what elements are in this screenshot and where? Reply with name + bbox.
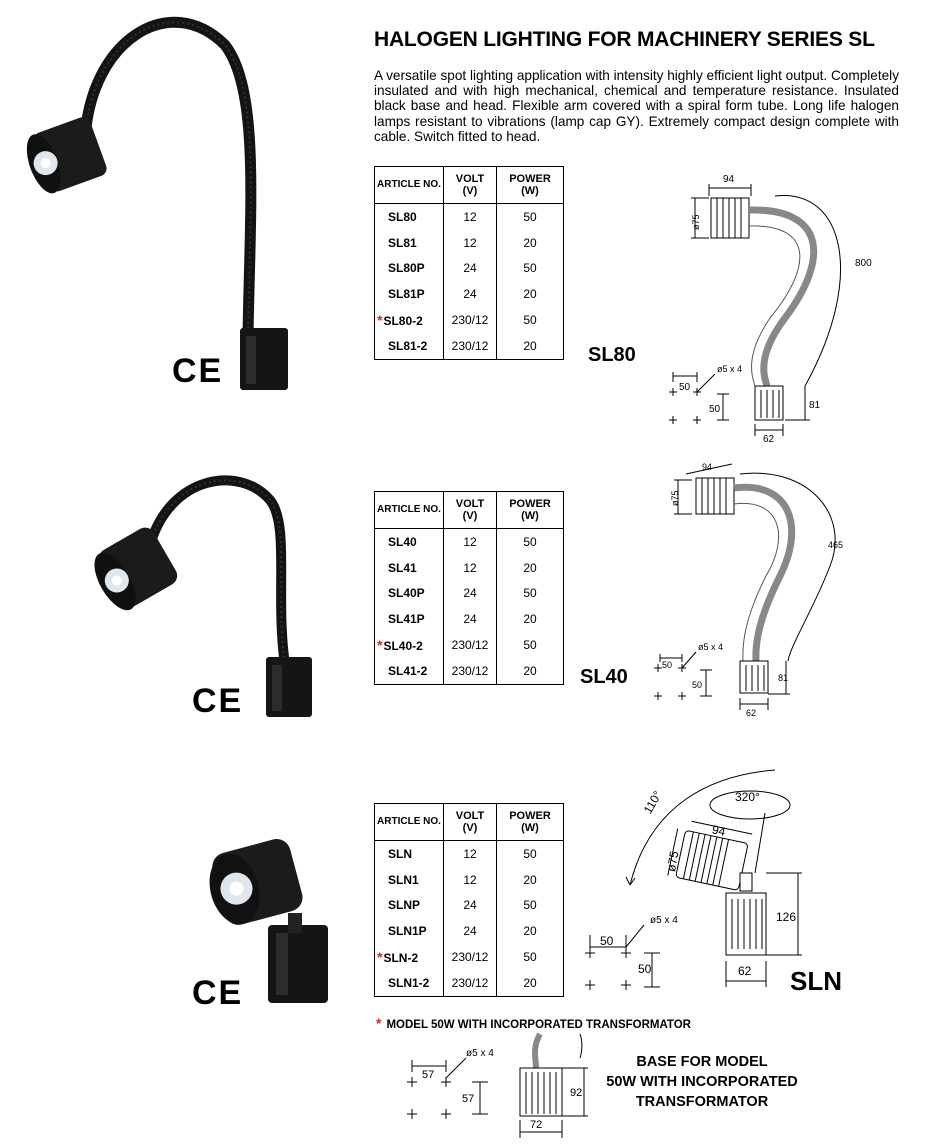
- dim-head-diameter: ø75: [670, 490, 680, 506]
- dim-hole: ø5 x 4: [717, 364, 742, 374]
- dim-arm-length: 465: [828, 540, 843, 550]
- dim-hole: ø5 x 4: [466, 1048, 494, 1059]
- model-label-sln: SLN: [790, 966, 842, 996]
- sl80-dimension-drawing: 94 ø75 800 ø5 x 4 50 50 81 62: [669, 174, 872, 445]
- sln-dimension-drawing: 110° 320° 94 ø75 ø5 x 4 50 50 126 62: [585, 769, 802, 990]
- dim-hole-x: 57: [422, 1069, 434, 1081]
- header-article: ARTICLE NO.: [374, 166, 444, 204]
- product-description: A versatile spot lighting application wi…: [374, 68, 899, 144]
- dim-base-width: 62: [746, 708, 756, 716]
- dim-head-diameter: ø75: [691, 214, 701, 230]
- sln-lamp-photo: [209, 839, 328, 1003]
- dim-head-length: 94: [711, 822, 727, 839]
- dim-base-height: 126: [776, 910, 796, 924]
- ce-mark-icon: CE: [192, 974, 244, 1012]
- dim-hole-x: 50: [679, 382, 691, 393]
- star-icon: *: [377, 637, 383, 654]
- header-volt: VOLT(V): [443, 803, 497, 841]
- dim-arm-length: 800: [855, 258, 872, 269]
- dim-tilt-angle: 110°: [641, 788, 665, 816]
- header-article: ARTICLE NO.: [374, 491, 444, 529]
- star-icon: *: [376, 1015, 382, 1031]
- dim-head-length: 94: [702, 462, 712, 472]
- dim-hole: ø5 x 4: [650, 915, 678, 926]
- footnote: *MODEL 50W WITH INCORPORATED TRANSFORMAT…: [376, 1015, 691, 1031]
- dim-hole: ø5 x 4: [698, 642, 723, 652]
- header-article: ARTICLE NO.: [374, 803, 444, 841]
- header-power: POWER(W): [496, 491, 564, 529]
- base-title: BASE FOR MODEL 50W WITH INCORPORATED TRA…: [606, 1054, 798, 1110]
- header-volt: VOLT(V): [443, 166, 497, 204]
- page-title: HALOGEN LIGHTING FOR MACHINERY SERIES SL: [374, 28, 875, 51]
- dim-hole-y: 50: [638, 962, 652, 976]
- dim-base-width: 62: [763, 434, 775, 445]
- base-dimension-drawing: ø5 x 4 57 57 92 72: [407, 1032, 588, 1138]
- dim-base-width: 62: [738, 964, 752, 978]
- dim-rotate-angle: 320°: [735, 790, 760, 804]
- header-volt: VOLT(V): [443, 491, 497, 529]
- dim-base-width: 72: [530, 1119, 542, 1131]
- sl80-lamp-photo: [26, 16, 288, 390]
- ce-mark-icon: CE: [172, 352, 224, 390]
- model-label-sl40: SL40: [580, 666, 628, 688]
- ce-mark-icon: CE: [192, 682, 244, 720]
- dim-hole-x: 50: [600, 934, 614, 948]
- dim-base-height: 81: [809, 400, 821, 411]
- dim-head-diameter: ø75: [664, 850, 681, 873]
- header-power: POWER(W): [496, 166, 564, 204]
- sl40-lamp-photo: [94, 475, 312, 717]
- star-icon: *: [377, 949, 383, 966]
- dim-hole-x: 50: [662, 660, 672, 670]
- header-power: POWER(W): [496, 803, 564, 841]
- dim-head-length: 94: [723, 174, 735, 185]
- dim-hole-y: 50: [709, 404, 721, 415]
- model-label-sl80: SL80: [588, 344, 636, 366]
- dim-base-height: 92: [570, 1087, 582, 1099]
- sl40-dimension-drawing: 94 ø75 465 ø5 x 4 50 50 81 62: [654, 462, 843, 716]
- dim-base-height: 81: [778, 673, 788, 683]
- dim-hole-y: 57: [462, 1093, 474, 1105]
- dim-hole-y: 50: [692, 680, 702, 690]
- star-icon: *: [377, 312, 383, 329]
